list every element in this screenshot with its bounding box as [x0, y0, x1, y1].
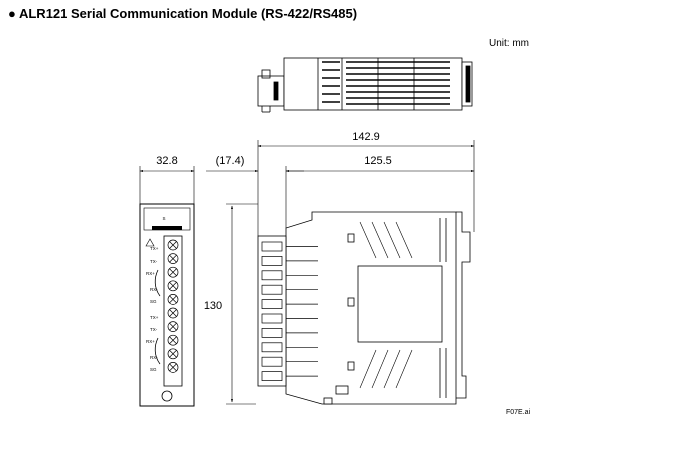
unit-label: Unit: mm — [489, 38, 529, 49]
terminal-fin — [261, 371, 283, 381]
svg-text:RX+: RX+ — [146, 339, 155, 344]
terminal-labels-lower: TX+ TX- RX+ RX- SG — [146, 315, 159, 372]
page-title: ● ALR121 Serial Communication Module (RS… — [8, 6, 358, 21]
terminal-fin — [261, 328, 283, 338]
svg-text:TX-: TX- — [150, 327, 158, 332]
terminal-labels-upper: TX+ TX- RX+ RX- SG — [146, 246, 159, 304]
svg-text:TX+: TX+ — [150, 246, 159, 251]
terminal-fin — [261, 256, 283, 266]
dim-terminal-offset: (17.4) — [216, 155, 245, 167]
front-top-mark: S — [162, 216, 165, 221]
svg-text:SG: SG — [150, 299, 157, 304]
terminal-fin — [261, 241, 283, 252]
svg-text:SG: SG — [150, 367, 157, 372]
top-view — [257, 57, 473, 113]
dim-front-width: 32.8 — [156, 155, 177, 167]
front-view: S TX+ TX- RX+ RX- SG TX+ TX- RX+ RX- SG — [139, 203, 195, 407]
dimension-lines — [139, 140, 475, 405]
terminal-fin — [261, 299, 283, 309]
side-view — [257, 211, 471, 405]
terminal-fin — [261, 284, 283, 295]
terminal-fin — [261, 342, 283, 353]
dim-body-depth: 125.5 — [364, 155, 392, 167]
terminal-fin — [261, 356, 283, 367]
warning-icon — [145, 238, 155, 247]
svg-text:RX-: RX- — [150, 355, 158, 360]
terminal-fin — [261, 270, 283, 281]
dim-height: 130 — [204, 300, 222, 312]
svg-text:RX+: RX+ — [146, 271, 155, 276]
svg-text:TX-: TX- — [150, 259, 158, 264]
dim-overall-depth: 142.9 — [352, 131, 380, 143]
figure-id: F07E.ai — [506, 409, 531, 416]
svg-text:TX+: TX+ — [150, 315, 159, 320]
terminal-fin — [261, 313, 283, 324]
svg-text:RX-: RX- — [150, 287, 158, 292]
